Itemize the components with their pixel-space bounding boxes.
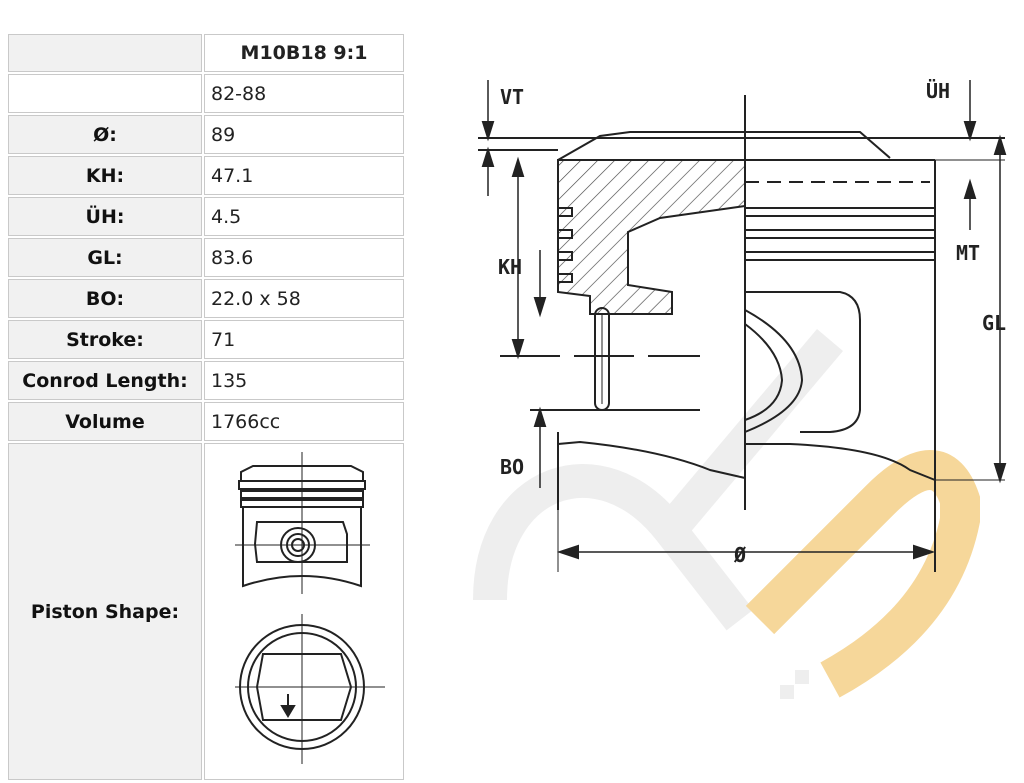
- row-value: 135: [204, 361, 404, 400]
- row-key: KH:: [8, 156, 202, 195]
- vt-label: VT: [500, 85, 524, 109]
- bo-label: BO: [500, 455, 524, 479]
- table-row: ÜH: 4.5: [8, 197, 404, 236]
- row-value: 1766cc: [204, 402, 404, 441]
- mt-label: MT: [956, 241, 980, 265]
- table-row: BO: 22.0 x 58: [8, 279, 404, 318]
- row-value: 4.5: [204, 197, 404, 236]
- watermark-logo: [473, 329, 980, 699]
- range-value: 82-88: [204, 74, 404, 113]
- header-empty-cell: [8, 34, 202, 72]
- row-key: Stroke:: [8, 320, 202, 359]
- row-value: 71: [204, 320, 404, 359]
- row-value: 83.6: [204, 238, 404, 277]
- diameter-label: Ø: [733, 543, 746, 567]
- piston-dimension-diagram: VT ÜH KH MT GL BO Ø: [473, 79, 1007, 699]
- shape-row: Piston Shape:: [8, 443, 404, 780]
- row-key: Ø:: [8, 115, 202, 154]
- table-header-row: M10B18 9:1: [8, 34, 404, 72]
- model-name: M10B18 9:1: [204, 34, 404, 72]
- row-key: Volume: [8, 402, 202, 441]
- row-key: ÜH:: [8, 197, 202, 236]
- piston-shape-cell: [204, 443, 404, 780]
- spec-table: M10B18 9:1 82-88 Ø: 89 KH: 47.1 ÜH: 4.5 …: [6, 32, 406, 782]
- row-key: Conrod Length:: [8, 361, 202, 400]
- table-row: Volume 1766cc: [8, 402, 404, 441]
- row-value: 47.1: [204, 156, 404, 195]
- row-key: BO:: [8, 279, 202, 318]
- table-row: Stroke: 71: [8, 320, 404, 359]
- gl-label: GL: [982, 311, 1006, 335]
- row-key: GL:: [8, 238, 202, 277]
- table-row: GL: 83.6: [8, 238, 404, 277]
- uh-label: ÜH: [926, 79, 950, 103]
- kh-label: KH: [498, 255, 522, 279]
- table-row: KH: 47.1: [8, 156, 404, 195]
- range-empty-cell: [8, 74, 202, 113]
- shape-label: Piston Shape:: [8, 443, 202, 780]
- table-row: Ø: 89: [8, 115, 404, 154]
- row-value: 22.0 x 58: [204, 279, 404, 318]
- table-row: Conrod Length: 135: [8, 361, 404, 400]
- range-row: 82-88: [8, 74, 404, 113]
- row-value: 89: [204, 115, 404, 154]
- piston-thumbnail-image: [235, 452, 385, 764]
